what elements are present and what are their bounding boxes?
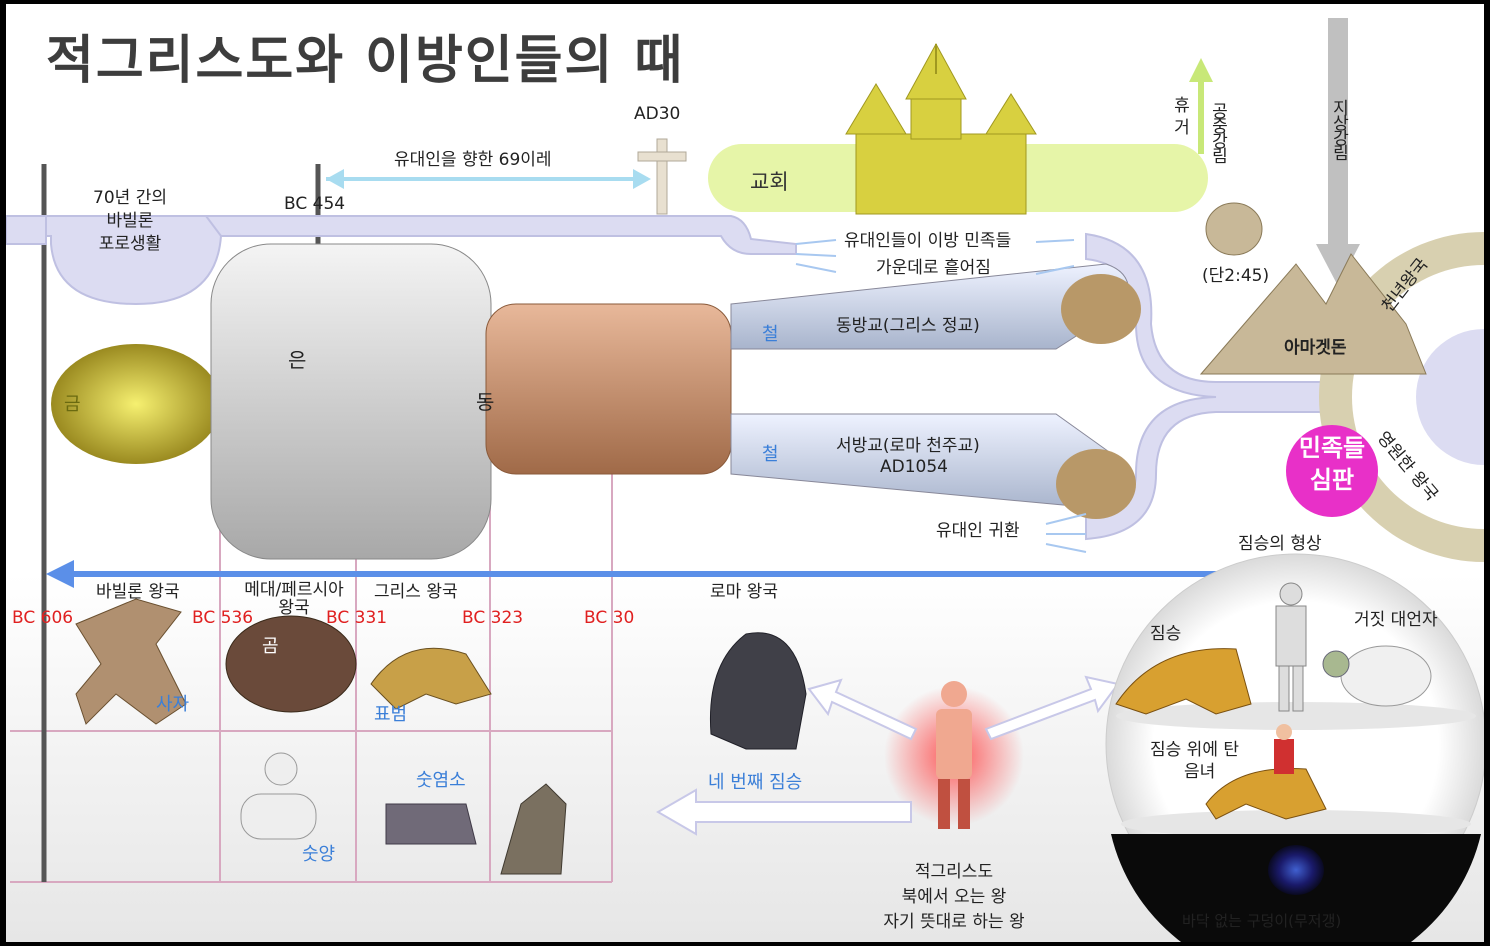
diagram-artwork	[6, 18, 1484, 942]
iron-label-lower: 철	[762, 444, 779, 465]
church-building	[845, 42, 1037, 215]
greece-label: 그리스 왕국	[374, 582, 458, 602]
ad1054-label: AD1054	[880, 457, 948, 477]
medo-persia-label-1: 메대/페르시아	[244, 580, 344, 600]
mountain-icon	[1199, 253, 1427, 375]
scatter-label-2: 가운데로 흩어짐	[876, 258, 991, 278]
judgment-label-1: 민족들	[1298, 434, 1366, 462]
goat-head	[500, 783, 567, 875]
bear-label: 곰	[262, 636, 279, 657]
leopard-beast	[370, 647, 492, 710]
rapture-label-1: 휴	[1169, 96, 1190, 111]
rapture-arrow-head	[1189, 58, 1213, 82]
east-church-label: 동방교(그리스 정교)	[836, 316, 980, 336]
ground-coming-label: 지상강림	[1328, 99, 1349, 159]
final-orb	[1416, 329, 1484, 465]
diagram-canvas: 적그리스도와 이방인들의 때 AD30 BC 454 유대인을 향한 69이레 …	[6, 4, 1484, 942]
silver-label: 은	[288, 348, 307, 372]
antichrist-figure	[936, 681, 972, 829]
stone-icon	[1205, 202, 1263, 256]
descent-arrow-head	[1316, 244, 1360, 286]
gold-label: 금	[64, 394, 81, 415]
harlot-on-beast	[1205, 724, 1327, 820]
babylon-label: 바빌론 왕국	[96, 582, 180, 602]
armageddon-label: 아마겟돈	[1284, 338, 1347, 358]
false-prophet-lamb	[1322, 645, 1432, 707]
bc323-label: BC 323	[462, 608, 524, 628]
medo-persia-label-2: 왕국	[278, 598, 310, 618]
antichrist-label-1: 적그리스도	[914, 862, 994, 882]
descent-arrow-line	[1328, 18, 1348, 248]
stone-reference: (단2:45)	[1202, 266, 1270, 286]
captivity-label-3: 포로생활	[98, 234, 162, 254]
abyss-label: 바닥 없는 구덩이(무저갱)	[1182, 912, 1342, 930]
to-image-arrow	[984, 675, 1120, 741]
ram-label: 숫양	[302, 844, 336, 865]
captivity-label-2: 바빌론	[106, 211, 154, 231]
rome-label: 로마 왕국	[710, 582, 778, 602]
harlot-label-1: 짐승 위에 탄	[1150, 740, 1240, 760]
weeks-arrow-right	[633, 169, 651, 189]
bronze-label: 동	[476, 390, 495, 414]
antichrist-label-2: 북에서 오는 왕	[901, 887, 1007, 907]
weeks-label: 유대인을 향한 69이레	[394, 150, 552, 170]
rapture-label-2: 거	[1169, 118, 1190, 133]
statue-figure	[51, 243, 1141, 560]
scatter-arrows	[795, 239, 1087, 553]
cross-icon	[637, 138, 687, 215]
timeline-arrow-left	[46, 560, 74, 588]
jews-return-label: 유대인 귀환	[936, 521, 1020, 541]
page-title: 적그리스도와 이방인들의 때	[46, 31, 685, 91]
globe-floor-lower	[1121, 810, 1471, 838]
scatter-label-1: 유대인들이 이방 민족들	[844, 231, 1012, 251]
false-prophet-label: 거짓 대언자	[1354, 610, 1438, 630]
lion-label: 사자	[156, 694, 190, 715]
judgment-label-2: 심판	[1309, 466, 1355, 494]
weeks-arrow-left	[326, 169, 344, 189]
bc30-label: BC 30	[584, 608, 635, 628]
captivity-label-1: 70년 간의	[93, 188, 167, 208]
to-fourth-beast-arrow	[807, 678, 918, 741]
beast-image-heading: 짐승의 형상	[1238, 534, 1322, 554]
bear-beast	[225, 615, 357, 713]
lion-beast	[75, 598, 187, 725]
harlot-label-2: 음녀	[1184, 762, 1216, 782]
air-coming-label: 공중강림	[1207, 102, 1228, 162]
ram-beast	[240, 752, 317, 840]
beast-label: 짐승	[1150, 624, 1182, 644]
church-label: 교회	[750, 170, 789, 194]
west-church-label: 서방교(로마 천주교)	[836, 436, 980, 456]
bc606-label: BC 606	[12, 608, 74, 628]
fourth-beast	[709, 632, 807, 750]
antichrist-label-3: 자기 뜻대로 하는 왕	[883, 912, 1025, 932]
bc331-label: BC 331	[326, 608, 388, 628]
fourth-beast-label: 네 번째 짐승	[708, 772, 803, 793]
to-daniel-beasts-arrow	[656, 788, 912, 836]
beast-leopard-globe	[1115, 648, 1252, 715]
bc454-label: BC 454	[284, 194, 346, 214]
judgment-circle	[1286, 425, 1378, 517]
iron-label-upper: 철	[762, 324, 779, 345]
abyss-pit	[1268, 845, 1324, 895]
leopard-label: 표범	[374, 704, 408, 725]
ad30-label: AD30	[634, 104, 681, 124]
goat-beast	[385, 803, 477, 845]
history-path	[6, 215, 1427, 541]
image-statue	[1275, 582, 1307, 712]
bc536-label: BC 536	[192, 608, 254, 628]
goat-label: 숫염소	[416, 770, 466, 791]
